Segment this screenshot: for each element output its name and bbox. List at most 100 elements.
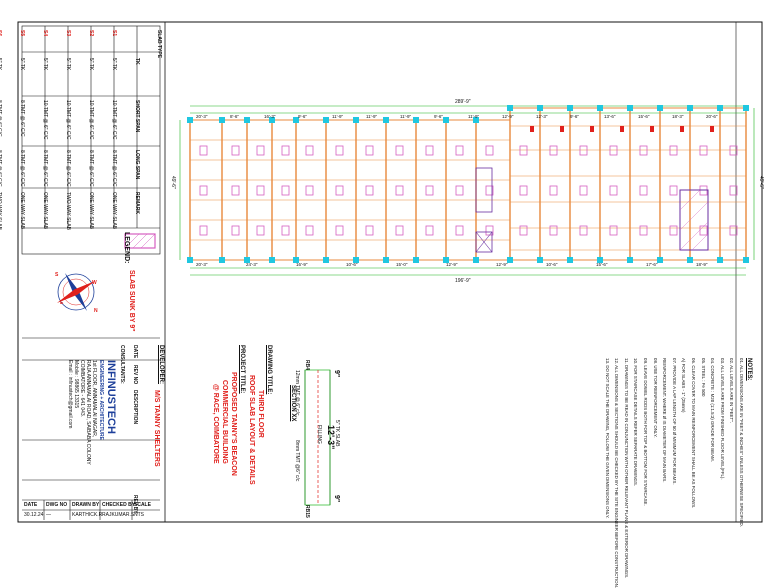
slab-marker	[650, 126, 654, 132]
table-cell: 8 TMT @ 6" C/C	[111, 150, 117, 187]
slab-tag	[281, 145, 290, 156]
table-cell: 5" TK	[42, 58, 48, 71]
slab-tag	[395, 225, 404, 236]
top-span-label: 11'-9"	[366, 114, 378, 119]
slab-tag	[669, 185, 678, 196]
plan-left-dim: 49'-6"	[170, 176, 176, 189]
top-span-label: 20'-3"	[196, 114, 208, 119]
column	[687, 257, 693, 263]
column	[293, 117, 299, 123]
table-cell: TWO WAY SLAB	[65, 192, 71, 230]
project-title-label: PROJECT TITLE:	[239, 345, 245, 394]
column	[473, 117, 479, 123]
section-detail	[304, 369, 331, 506]
slab-tag	[669, 145, 678, 156]
note-item: 06. CLEAR COVER TO MAIN REINFORCEMENT SH…	[691, 358, 696, 509]
compass-n: N	[94, 308, 98, 314]
compass-rose	[56, 272, 96, 312]
columns	[187, 105, 749, 263]
slab-tag	[729, 145, 738, 156]
column	[187, 257, 193, 263]
column	[353, 257, 359, 263]
slab-tag	[256, 185, 265, 196]
bottom-span-label: 10'-6"	[346, 262, 358, 267]
table-cell: S6	[0, 30, 2, 37]
column	[717, 257, 723, 263]
bottom-span-label: 18'-9"	[696, 262, 708, 267]
column	[219, 117, 225, 123]
bottom-span-label: 15'-6"	[596, 262, 608, 267]
top-span-label: 8'-6"	[230, 114, 239, 119]
drawing-title-line1: THIRD FLOOR	[257, 390, 264, 438]
slab-tag	[231, 145, 240, 156]
slab-tag	[305, 145, 314, 156]
slab-tag	[425, 145, 434, 156]
legend-item: SLAB SUNK BY 9"	[128, 270, 135, 332]
consultant-addr2: RAJA ANNAMALAI ROAD, SAIBABA COLONY	[85, 360, 91, 465]
slab-tag	[485, 145, 494, 156]
table-cell: 5" TK	[65, 58, 71, 71]
project-title-line3: @ RACE, COIMBATORE	[212, 384, 219, 464]
slab-tag	[455, 225, 464, 236]
legend-swatch	[124, 233, 156, 249]
table-cell: 10 TMT @ 6" C/C	[111, 100, 117, 140]
consultant-tagline: ENGINEERING + ARCHITECTURE	[98, 360, 104, 440]
slab-tag	[519, 145, 528, 156]
slab-tag	[305, 225, 314, 236]
table-cell: 5" TK	[19, 58, 25, 71]
table-cell: 10 TMT @ 6" C/C	[88, 100, 94, 140]
column	[657, 105, 663, 111]
column	[657, 257, 663, 263]
top-span-label: 12'-9"	[502, 114, 514, 119]
column	[597, 257, 603, 263]
top-span-label: 13'-6"	[604, 114, 616, 119]
compass-e: E	[60, 300, 64, 306]
column	[473, 257, 479, 263]
title-block-header: SCALE	[134, 502, 151, 508]
column	[743, 257, 749, 263]
slab-tag	[549, 185, 558, 196]
developer-name: M/S TANNY SHELTERS	[153, 390, 160, 467]
rev-no: REV NO	[132, 365, 138, 385]
column	[413, 257, 419, 263]
column	[743, 105, 749, 111]
drawing-title-label: DRAWING TITLE:	[266, 345, 272, 395]
title-block-value: KARTHICK.R	[72, 512, 103, 518]
consultant-name: INFINUSTECH	[105, 360, 117, 434]
slab-tag	[579, 185, 588, 196]
slab-marker	[620, 126, 624, 132]
shaft-box	[475, 167, 493, 213]
slab-tag	[729, 185, 738, 196]
slab-tag	[485, 185, 494, 196]
column	[687, 105, 693, 111]
title-block-header: DATE	[24, 502, 38, 508]
slab-tag	[199, 225, 208, 236]
note-item: 07. PROVIDE A LAP LENGTH OF 50 Ø MINIMUM…	[671, 358, 677, 485]
top-span-label: 9'-6"	[434, 114, 443, 119]
title-block-grid	[22, 439, 160, 520]
table-cell: S4	[42, 30, 48, 37]
slab-tag	[365, 185, 374, 196]
slab-tag	[305, 185, 314, 196]
table-cell: 5" TK	[88, 58, 94, 71]
rev-description: DESCRIPTION	[132, 390, 138, 425]
consultant-label: CONSULTANTS:	[119, 345, 125, 384]
note-item: 12. ALL DIMENSIONS & SECTIONS SHOULD BE …	[614, 358, 620, 588]
column	[187, 117, 193, 123]
section-span: 12'-3"	[326, 425, 336, 450]
slab-tag	[395, 185, 404, 196]
column	[717, 105, 723, 111]
bottom-span-label: 15'-0"	[396, 262, 408, 267]
bottom-span-label: 10'-6"	[546, 262, 558, 267]
title-block-value: 30.12.24	[24, 512, 44, 518]
slab-tag	[579, 145, 588, 156]
consultant-mobile: Mobile : 98865 13315	[73, 360, 79, 409]
table-cell: S2	[88, 30, 94, 37]
column	[567, 105, 573, 111]
slab-tag	[365, 145, 374, 156]
plan-overall-top: 289'-9"	[455, 99, 471, 105]
slab-tag	[231, 225, 240, 236]
table-cell: 8 TMT @ 6" C/C	[19, 150, 25, 187]
note-item: 13. DO NOT SCALE THE DRAWING, FOLLOW THE…	[604, 358, 610, 519]
slab-tag	[425, 185, 434, 196]
